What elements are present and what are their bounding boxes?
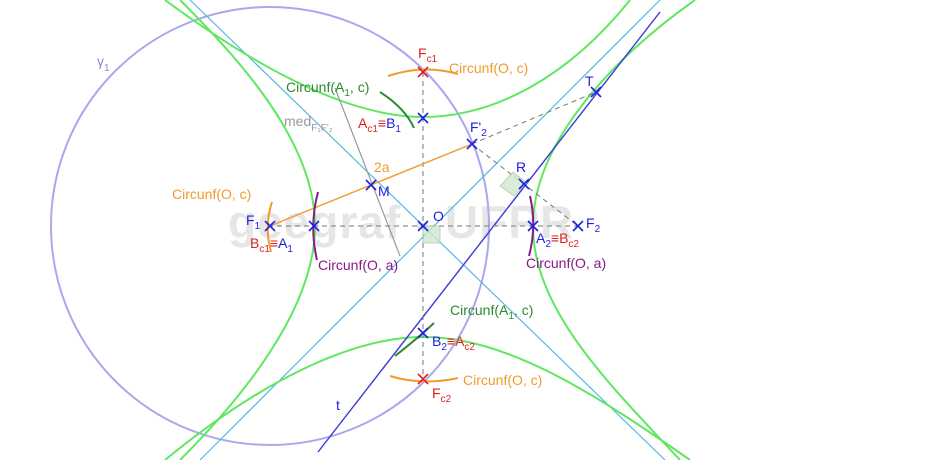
arc-circunf-O-c-top	[387, 68, 459, 77]
label-mediatrix: medF₁F'₂	[284, 113, 333, 134]
label-2a: 2a	[374, 159, 390, 175]
label-R: R	[516, 159, 526, 175]
label-F1: F1	[246, 212, 261, 232]
label-circunf-A1-c-top: Circunf(A1, c)	[286, 79, 369, 99]
arc-circunf-O-c-bottom	[389, 375, 459, 383]
point-T	[590, 86, 602, 98]
label-circunf-O-c-bottom: Circunf(O, c)	[463, 372, 542, 388]
arc-circunf-A1-c-bottom	[394, 322, 435, 357]
label-Fc1: Fc1	[418, 45, 438, 65]
point-B2	[417, 327, 429, 339]
label-F2-prime: F'2	[470, 119, 487, 139]
point-A2	[527, 220, 539, 232]
label-Fc2: Fc2	[432, 385, 452, 405]
label-Ac1-B1: Ac1≡B1	[358, 115, 401, 135]
tangent-line-t	[317, 11, 661, 453]
perpendicular-bisector	[334, 87, 401, 257]
label-circunf-O-c-top: Circunf(O, c)	[449, 60, 528, 76]
label-t: t	[336, 397, 340, 413]
point-B1	[417, 112, 429, 124]
point-Fc1	[417, 66, 429, 78]
label-circunf-A1-c-bottom: Circunf(A1, c)	[450, 302, 533, 322]
point-Fc2	[417, 373, 429, 385]
label-F2: F2	[586, 215, 601, 235]
label-M: M	[378, 183, 390, 199]
label-circunf-O-a-left: Circunf(O, a)	[318, 257, 398, 273]
hyperbola-lower-branch	[164, 335, 691, 460]
point-F2-prime	[466, 138, 478, 150]
arc-circunf-O-c-left	[266, 201, 273, 253]
point-O	[417, 220, 429, 232]
dashed-F2p-T	[471, 91, 597, 145]
label-B2-Ac2: B2≡Ac2	[432, 333, 475, 353]
label-circunf-O-a-right: Circunf(O, a)	[526, 255, 606, 271]
arc-circunf-A1-c-top	[379, 91, 415, 129]
point-F1	[264, 220, 276, 232]
point-M	[365, 179, 377, 191]
label-gamma1: γ1	[97, 53, 110, 74]
label-A2-Bc2: A2≡Bc2	[536, 230, 579, 250]
label-Bc1-A1: Bc1≡A1	[250, 235, 293, 255]
point-R	[518, 178, 530, 190]
label-T: T	[585, 73, 594, 89]
label-O: O	[433, 208, 444, 224]
right-angle-marker-R	[499, 171, 528, 197]
point-A1	[308, 220, 320, 232]
point-F2	[572, 220, 584, 232]
label-circunf-O-c-left: Circunf(O, c)	[172, 186, 251, 202]
